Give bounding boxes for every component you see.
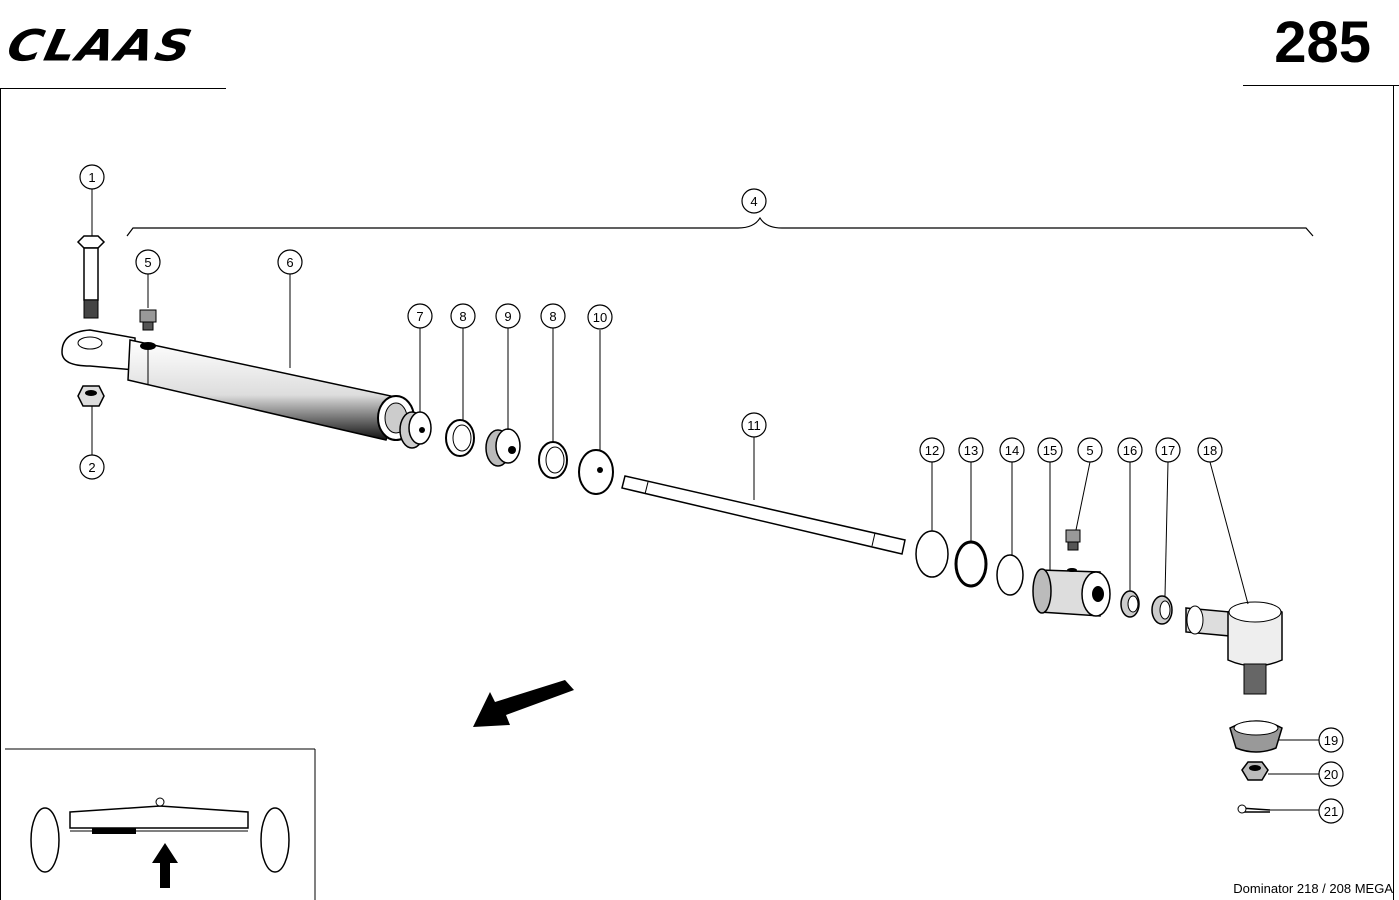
callout-17: 17 bbox=[1161, 443, 1175, 458]
part-11-piston-rod bbox=[621, 475, 906, 555]
callout-8-a: 8 bbox=[459, 309, 466, 324]
callout-19: 19 bbox=[1324, 733, 1338, 748]
callout-13: 13 bbox=[964, 443, 978, 458]
callout-5-top: 5 bbox=[144, 255, 151, 270]
callout-10: 10 bbox=[593, 310, 607, 325]
direction-arrow bbox=[473, 680, 574, 727]
part-20-castle-nut bbox=[1241, 761, 1269, 781]
callout-21: 21 bbox=[1324, 804, 1338, 819]
frame-left bbox=[0, 88, 1, 900]
callout-15: 15 bbox=[1043, 443, 1057, 458]
group-4-bracket bbox=[126, 216, 1314, 237]
part-19-cap bbox=[1229, 720, 1283, 753]
callout-5-bottom: 5 bbox=[1086, 443, 1093, 458]
part-21-cotter-pin bbox=[1237, 804, 1271, 814]
callout-circles bbox=[79, 164, 1344, 824]
callout-6: 6 bbox=[286, 255, 293, 270]
part-grease-nipple-bottom bbox=[1065, 529, 1081, 551]
part-16-seal bbox=[1120, 590, 1140, 618]
part-18-ball-joint bbox=[1185, 601, 1283, 695]
header-rule-left bbox=[0, 88, 226, 89]
part-12-o-ring bbox=[915, 530, 949, 578]
callout-8-b: 8 bbox=[549, 309, 556, 324]
part-grease-nipple-top bbox=[139, 309, 157, 331]
part-8-seal-b bbox=[538, 441, 568, 479]
callout-4: 4 bbox=[750, 194, 757, 209]
part-13-backup-ring bbox=[954, 540, 988, 588]
page-number: 285 bbox=[1274, 10, 1371, 75]
callout-2: 2 bbox=[88, 460, 95, 475]
header-rule-right bbox=[1243, 85, 1399, 86]
callout-11: 11 bbox=[747, 418, 761, 433]
part-10-washer bbox=[578, 449, 614, 495]
model-caption: Dominator 218 / 208 MEGA bbox=[1233, 881, 1393, 896]
part-7-bushing bbox=[399, 411, 432, 449]
frame-right bbox=[1393, 85, 1394, 900]
part-17-seal bbox=[1151, 595, 1173, 625]
part-nut bbox=[77, 385, 105, 407]
leader-lines bbox=[91, 189, 1319, 811]
part-9-guide bbox=[485, 428, 521, 467]
callout-1: 1 bbox=[88, 170, 95, 185]
callout-20: 20 bbox=[1324, 767, 1338, 782]
callout-7: 7 bbox=[416, 309, 423, 324]
callout-18: 18 bbox=[1203, 443, 1217, 458]
inset-axle-overview bbox=[5, 748, 316, 900]
callout-9: 9 bbox=[504, 309, 511, 324]
part-14-ring bbox=[996, 554, 1024, 596]
callout-14: 14 bbox=[1005, 443, 1019, 458]
callout-12: 12 bbox=[925, 443, 939, 458]
part-cylinder-tube bbox=[61, 329, 415, 441]
part-15-piston bbox=[1032, 568, 1111, 617]
part-8-seal-a bbox=[445, 419, 475, 457]
part-bolt bbox=[76, 235, 106, 319]
callout-16: 16 bbox=[1123, 443, 1137, 458]
